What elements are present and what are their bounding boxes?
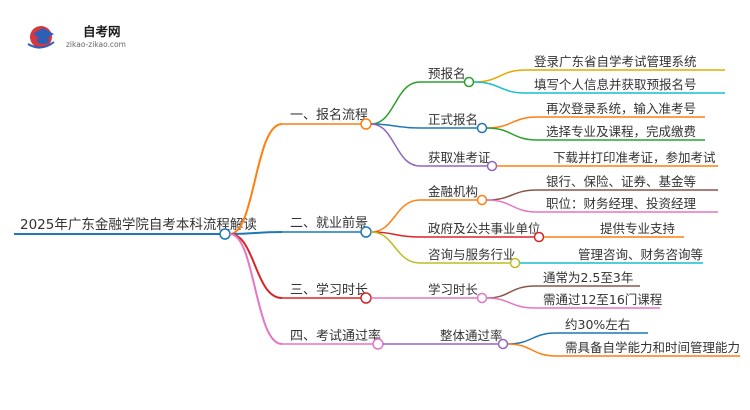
leaf-2-1-2-connector [486, 199, 718, 213]
leaf-1-2-1: 再次登录系统，输入准考号 [546, 101, 696, 116]
branch-2: 二、就业前景 金融机构 银行、保险、证券、基金等 职位：财务经理、投资经理 政府… [229, 174, 718, 269]
branch-3-child-1: 学习时长 通常为2.5至3年 需通过12至16门课程 [371, 270, 663, 309]
leaf-1-1-1-connector [473, 69, 725, 83]
leaf-1-3-1: 下载并打印准考证，参加考试 [553, 150, 716, 165]
branch-1-child-2-label: 正式报名 [428, 112, 478, 127]
branch-4-label: 四、考试通过率 [290, 328, 381, 344]
branch-3: 三、学习时长 学习时长 通常为2.5至3年 需通过12至16门课程 [229, 233, 663, 309]
root-node: 2025年广东金融学院自考本科流程解读 [14, 217, 257, 240]
branch-2-child-3-connector [370, 231, 421, 264]
leaf-4-1-2: 需具备自学能力和时间管理能力 [565, 340, 740, 355]
branch-2-child-1-connector [370, 199, 421, 233]
branch-1: 一、报名流程 预报名 登录广东省自学考试管理系统 填写个人信息并获取预报名号 正… [229, 54, 725, 235]
leaf-2-1-2: 职位：财务经理、投资经理 [546, 196, 697, 211]
leaf-2-2-1: 提供专业支持 [600, 221, 675, 236]
leaf-3-1-2-connector [486, 297, 660, 309]
leaf-3-1-1-connector [486, 285, 640, 299]
branch-1-child-1-label: 预报名 [428, 66, 466, 81]
branch-2-child-1-label: 金融机构 [428, 184, 478, 199]
branch-2-child-1: 金融机构 银行、保险、证券、基金等 职位：财务经理、投资经理 [370, 174, 718, 233]
branch-2-child-3-label: 咨询与服务行业 [428, 247, 516, 262]
leaf-2-3-1: 管理咨询、财务咨询等 [578, 247, 703, 262]
leaf-1-1-2: 填写个人信息并获取预报名号 [534, 77, 697, 92]
leaf-4-1-1: 约30%左右 [565, 317, 630, 332]
branch-3-label: 三、学习时长 [290, 282, 368, 298]
branch-1-child-1: 预报名 登录广东省自学考试管理系统 填写个人信息并获取预报名号 [370, 54, 725, 125]
branch-1-label: 一、报名流程 [290, 107, 368, 123]
root-dot [219, 228, 231, 240]
graduation-cap-icon [27, 26, 55, 49]
leaf-1-1-1: 登录广东省自学考试管理系统 [534, 54, 697, 69]
branch-1-dot [360, 118, 372, 130]
branch-1-child-3-connector [370, 123, 421, 167]
branch-2-child-2-label: 政府及公共事业单位 [428, 221, 541, 236]
branch-2-child-2-dot [533, 231, 545, 243]
branch-1-child-1-dot [463, 76, 475, 88]
branch-2-label: 二、就业前景 [290, 215, 368, 231]
leaf-1-2-2: 选择专业及课程，完成缴费 [546, 124, 696, 139]
leaf-4-1-2-connector [507, 343, 740, 357]
branch-4-child-1-label: 整体通过率 [440, 328, 503, 343]
branch-2-child-2: 政府及公共事业单位 提供专业支持 [370, 221, 684, 243]
branch-1-child-3-dot [486, 160, 498, 172]
branch-3-child-1-label: 学习时长 [428, 282, 479, 297]
leaf-3-1-2: 需通过12至16门课程 [543, 292, 663, 307]
leaf-1-1-2-connector [473, 81, 725, 94]
leaf-3-1-1: 通常为2.5至3年 [543, 270, 633, 285]
leaf-2-1-1: 银行、保险、证券、基金等 [546, 174, 696, 189]
leaf-1-2-2-connector [486, 127, 705, 141]
logo-url: zikao-zikao.com [66, 40, 126, 49]
branch-2-child-1-dot [476, 194, 488, 206]
branch-3-dot [360, 292, 372, 304]
branch-1-child-3-label: 获取准考证 [428, 150, 491, 165]
branch-2-dot [360, 226, 372, 238]
branch-4: 四、考试通过率 整体通过率 约30%左右 需具备自学能力和时间管理能力 [229, 233, 740, 357]
branch-1-child-1-connector [370, 81, 421, 125]
branch-1-child-2-dot [476, 122, 488, 134]
branch-2-child-3: 咨询与服务行业 管理咨询、财务咨询等 [370, 231, 703, 269]
branch-1-connector [229, 123, 283, 235]
branch-2-connector [229, 231, 283, 235]
branch-4-child-1-dot [497, 338, 509, 350]
branch-4-connector [229, 233, 283, 345]
branch-1-child-2: 正式报名 再次登录系统，输入准考号 选择专业及课程，完成缴费 [370, 101, 705, 141]
logo-name: 自考网 [83, 24, 121, 39]
branch-4-dot [372, 338, 384, 350]
root-label: 2025年广东金融学院自考本科流程解读 [20, 217, 257, 233]
branch-4-child-1: 整体通过率 约30%左右 需具备自学能力和时间管理能力 [383, 317, 740, 357]
branch-1-child-3: 获取准考证 下载并打印准考证，参加考试 [370, 123, 718, 172]
branch-3-child-1-dot [476, 292, 488, 304]
branch-2-child-3-dot [509, 257, 521, 269]
site-logo: 自考网 zikao-zikao.com [27, 24, 126, 49]
